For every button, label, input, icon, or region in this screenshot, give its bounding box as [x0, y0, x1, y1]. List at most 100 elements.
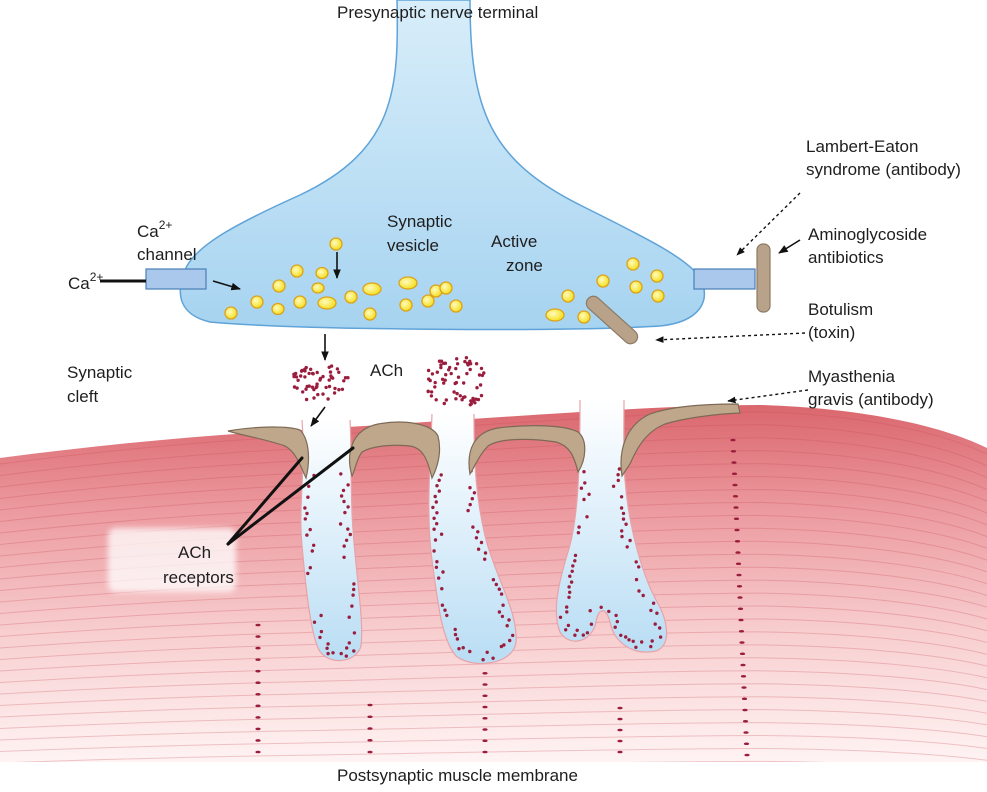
muscle-striation — [0, 450, 987, 499]
ach-molecule — [318, 635, 322, 640]
ach-molecule — [312, 387, 316, 392]
junctional-fold-2-wall — [428, 413, 517, 665]
ach-molecule — [306, 571, 310, 576]
ach-molecule — [342, 379, 346, 383]
ach-molecule — [301, 390, 305, 394]
ach-molecule — [620, 529, 624, 533]
synaptic-vesicle-label-2: vesicle — [387, 236, 439, 255]
ach-molecule — [435, 560, 439, 564]
ach-molecule — [624, 522, 628, 526]
muscle-marker-dot — [255, 623, 261, 627]
muscle-marker-dot — [367, 738, 373, 742]
muscle-marker-dot — [733, 517, 740, 521]
ach-molecule — [456, 375, 461, 379]
ach-molecule — [430, 372, 435, 376]
muscle-marker-dot — [735, 562, 742, 566]
ach-molecule — [620, 534, 624, 539]
ach-molecule — [347, 641, 351, 645]
ach-molecule — [347, 615, 351, 619]
synaptic-vesicle — [650, 269, 664, 283]
ach-molecule — [653, 622, 657, 626]
ach-molecule — [318, 376, 323, 381]
muscle-marker-dot — [617, 706, 623, 710]
ach-molecule — [640, 640, 644, 644]
muscle-marker-dot — [737, 607, 744, 611]
ach-molecule — [607, 609, 611, 614]
ach-molecule — [579, 486, 584, 490]
junctional-fold-3 — [556, 400, 667, 653]
muscle-striation — [0, 709, 987, 729]
ach-molecule — [315, 370, 319, 375]
ach-molecule — [332, 391, 337, 395]
ach-molecule — [628, 538, 632, 543]
ach-molecule — [343, 510, 347, 515]
ach-molecule — [453, 627, 457, 632]
ach-molecule — [471, 396, 475, 401]
ach-molecule — [440, 587, 444, 591]
ach-molecule — [299, 369, 304, 373]
muscle-marker-dot — [482, 728, 488, 731]
synaptic-vesicle — [224, 306, 238, 320]
ach-molecule — [627, 638, 631, 642]
ach-molecule — [444, 373, 448, 377]
muscle-marker-dot — [733, 506, 739, 509]
muscle-marker-dot — [482, 705, 488, 709]
ach-molecule — [474, 362, 479, 366]
ach-molecule — [599, 605, 603, 609]
ach-receptors-label-2: receptors — [163, 568, 234, 587]
ach-molecule — [346, 376, 350, 380]
muscle-striation — [0, 683, 987, 706]
ach-molecule — [303, 517, 307, 521]
ach-molecule — [442, 361, 446, 365]
muscle-marker-dot — [617, 717, 623, 721]
ach-molecule — [439, 359, 444, 363]
active-zone-label-1: Active — [491, 232, 537, 251]
muscle-marker-dot — [367, 703, 373, 707]
receptor-label-backdrop — [108, 528, 236, 592]
muscle-striation — [0, 475, 987, 522]
ach-molecule — [465, 361, 470, 366]
ach-molecule — [614, 613, 618, 618]
ach-molecule — [573, 633, 577, 637]
muscle-marker-dot — [734, 528, 740, 532]
ach-molecule — [435, 370, 439, 374]
ach-molecule — [615, 619, 619, 624]
ach-molecule — [637, 565, 641, 569]
ach-molecule — [305, 511, 309, 516]
ach-molecule — [315, 382, 319, 386]
ach-molecule — [345, 646, 349, 650]
presynaptic-terminal — [179, 0, 706, 331]
muscle-marker-dot — [617, 728, 623, 732]
ach-molecule — [333, 386, 337, 391]
ach-molecule — [468, 359, 472, 363]
ach-molecule — [571, 564, 575, 568]
ach-molecule — [296, 378, 300, 382]
ach-molecule — [573, 553, 578, 558]
synaptic-vesicle — [421, 294, 435, 308]
ach-molecule — [344, 654, 348, 658]
synaptic-cleft-label-1: Synaptic — [67, 363, 133, 382]
muscle-marker-dot — [731, 472, 738, 476]
muscle-marker-dot — [740, 663, 746, 667]
ach-molecule — [468, 649, 472, 654]
ach-molecule — [433, 494, 437, 499]
ach-molecule — [474, 397, 478, 401]
ach-molecule — [312, 396, 316, 400]
ach-label: ACh — [370, 361, 403, 380]
ach-molecule — [501, 603, 505, 607]
ach-molecule — [588, 609, 592, 613]
ach-molecule — [475, 386, 479, 390]
ach-molecule — [316, 392, 320, 397]
ach-molecule — [432, 527, 436, 531]
muscle-marker-dot — [739, 652, 746, 656]
aminoglycoside-label-2: antibiotics — [808, 248, 884, 267]
ach-molecule — [337, 388, 341, 392]
ach-molecule — [304, 365, 308, 370]
ach-molecule — [432, 549, 436, 553]
ach-molecule — [455, 637, 460, 641]
botulinum-toxin — [585, 295, 639, 345]
ca-ion-label: Ca2+ — [68, 270, 103, 293]
ach-molecule — [471, 399, 475, 403]
ach-molecule — [295, 386, 299, 390]
aminoglycoside-blocker — [756, 243, 771, 313]
